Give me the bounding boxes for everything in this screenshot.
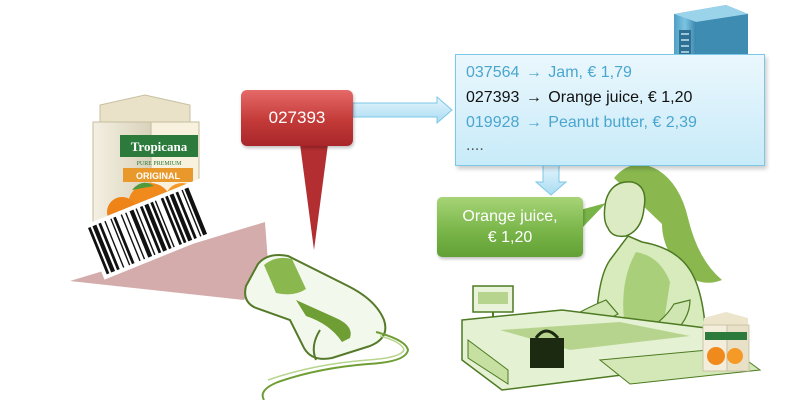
barcode-bar [139, 205, 162, 254]
barcode-bar [150, 201, 172, 250]
barcode-bar [144, 203, 167, 252]
database-lookup-panel: 037564 → Jam, € 1,79 027393 → Orange jui… [455, 54, 765, 166]
barcode-bar [120, 214, 141, 262]
database-ellipsis: .... [466, 137, 484, 154]
carton-subbrand: PURE PREMIUM [137, 161, 183, 167]
barcode-bar [154, 200, 175, 248]
product-name-price: Jam, € 1,79 [548, 64, 632, 81]
arrow-to-result [534, 163, 568, 196]
scanned-code-callout: 027393 [241, 90, 353, 146]
product-name-price: Peanut butter, € 2,39 [548, 114, 697, 131]
arrow-to-database [352, 95, 453, 125]
right-arrow-icon: → [525, 114, 542, 131]
code-callout-pointer [300, 144, 328, 250]
barcode-plate [82, 165, 253, 280]
barcode-bar [125, 212, 146, 260]
barcode-scanner [244, 254, 410, 400]
barcode-bar [135, 208, 156, 256]
barcode-bar [92, 224, 116, 273]
database-row: 037564 → Jam, € 1,79 [466, 64, 632, 82]
barcode-bar [129, 209, 153, 258]
carton-variant: ORIGINAL [136, 171, 181, 181]
product-name-price: Orange juice, € 1,20 [548, 89, 693, 106]
barcode-bar [110, 218, 131, 266]
product-code: 037564 [466, 64, 520, 81]
barcode-bar [165, 195, 187, 244]
barcode-bar [98, 222, 120, 271]
barcode-bar [113, 216, 135, 265]
barcode-bar [88, 226, 110, 275]
barcode-bar [181, 189, 202, 237]
barcode-bar [169, 193, 193, 242]
product-code: 027393 [466, 89, 520, 106]
barcode-bar [175, 191, 197, 239]
database-row-match: 027393 → Orange juice, € 1,20 [466, 89, 692, 107]
result-product: Orange juice, [462, 208, 558, 225]
carton-brand: Tropicana [131, 139, 188, 154]
right-arrow-icon: → [525, 64, 542, 81]
scanner-beam [70, 222, 268, 300]
small-juice-carton [702, 312, 750, 372]
result-callout: Orange juice, € 1,20 [437, 197, 583, 257]
scanned-code-text: 027393 [268, 108, 326, 127]
barcode-bar [160, 197, 183, 245]
product-code: 019928 [466, 114, 520, 131]
barcode-bar [184, 187, 208, 236]
result-price: € 1,20 [487, 229, 533, 246]
barcode-bar [104, 220, 125, 268]
database-row: 019928 → Peanut butter, € 2,39 [466, 114, 697, 132]
result-callout-pointer [580, 203, 606, 228]
right-arrow-icon: → [525, 89, 542, 106]
barcode [82, 165, 253, 280]
